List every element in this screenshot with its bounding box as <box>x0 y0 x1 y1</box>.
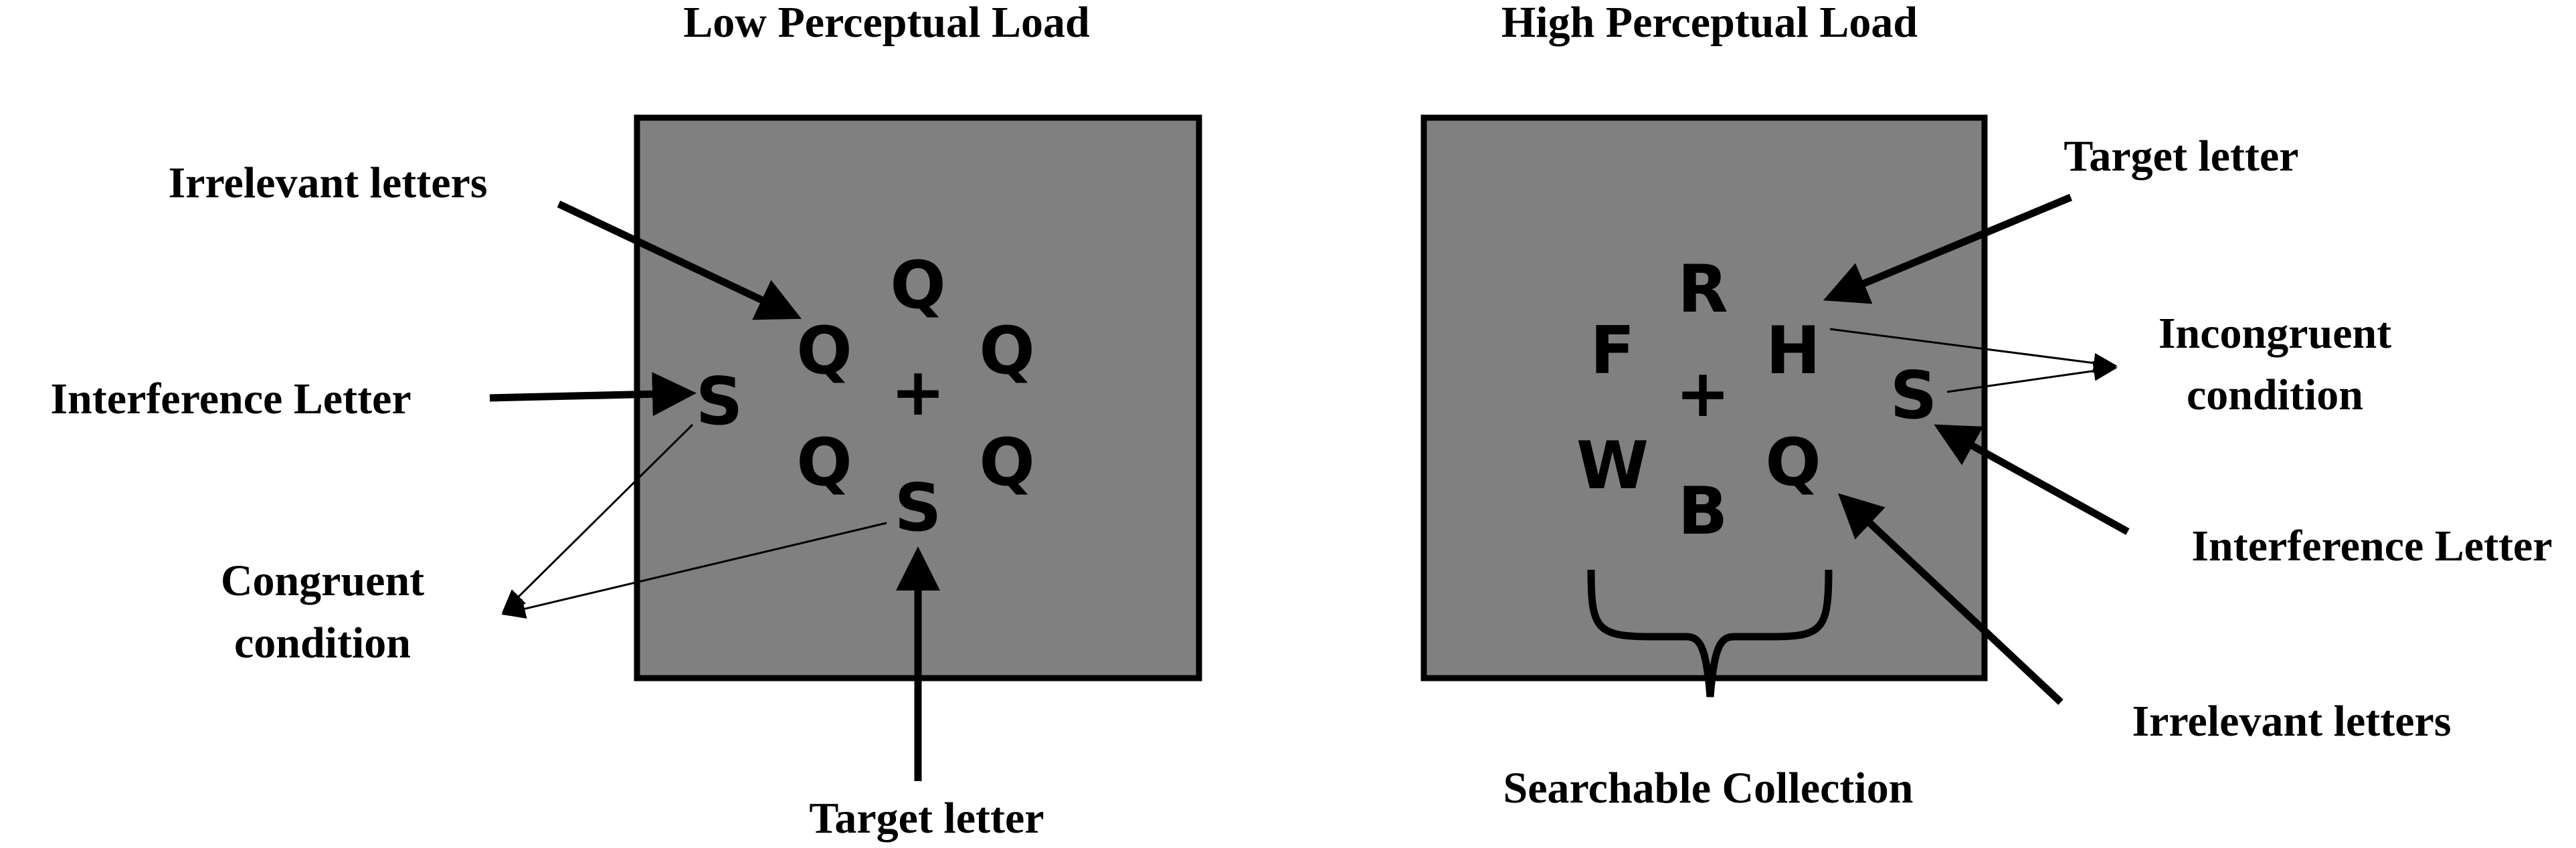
low-letter-top: Q <box>890 247 945 324</box>
high-target-label: Target letter <box>2063 132 2298 181</box>
high-interference-label: Interference Letter <box>2191 522 2552 570</box>
low-load-panel: Low Perceptual Load Q Q Q + Q Q S S Irre… <box>50 0 1202 843</box>
low-letter-upper-right: Q <box>979 313 1034 389</box>
high-collection-label: Searchable Collection <box>1503 764 1914 813</box>
low-condition-label-line1: Congruent <box>221 556 424 605</box>
high-load-title: High Perceptual Load <box>1501 0 1918 47</box>
high-letter-lower-left: W <box>1576 428 1649 504</box>
high-letter-bottom: B <box>1678 473 1728 550</box>
low-letter-lower-right: Q <box>979 425 1034 501</box>
high-fixation-cross: + <box>1675 356 1730 432</box>
high-target-letter: H <box>1766 313 1821 389</box>
high-condition-label-line1: Incongruent <box>2158 309 2391 358</box>
high-incongruent-line-distractor <box>1946 360 2118 393</box>
low-load-title: Low Perceptual Load <box>683 0 1089 47</box>
high-incongruent-line-target <box>1829 328 2118 373</box>
high-letter-top: R <box>1677 251 1728 328</box>
high-letter-lower-right: Q <box>1765 425 1821 501</box>
low-condition-label-line2: condition <box>234 619 411 667</box>
high-interference-letter: S <box>1890 358 1938 434</box>
searchable-collection-brace <box>1587 569 1833 698</box>
high-letter-upper-left: F <box>1590 313 1635 389</box>
low-target-label: Target letter <box>809 794 1044 843</box>
low-letter-lower-left: Q <box>796 425 852 501</box>
low-irrelevant-label: Irrelevant letters <box>168 158 487 207</box>
low-interference-arrow <box>489 372 697 417</box>
low-interference-letter: S <box>696 364 743 440</box>
low-letter-upper-left: Q <box>796 313 852 389</box>
low-target-letter: S <box>895 470 942 546</box>
low-irrelevant-arrow <box>557 201 802 320</box>
high-interference-arrow <box>1934 424 2130 535</box>
low-interference-label: Interference Letter <box>50 375 411 423</box>
low-congruent-line-left <box>501 423 694 614</box>
low-fixation-cross: + <box>891 354 945 431</box>
high-condition-label-line2: condition <box>2187 370 2363 419</box>
high-load-display <box>1420 114 1988 681</box>
high-irrelevant-arrow <box>1837 493 2063 706</box>
high-target-arrow <box>1823 193 2073 304</box>
low-congruent-line-target <box>501 522 887 619</box>
high-load-panel: High Perceptual Load R F H + W Q B S Tar… <box>1420 0 2553 813</box>
high-irrelevant-label: Irrelevant letters <box>2132 697 2451 746</box>
